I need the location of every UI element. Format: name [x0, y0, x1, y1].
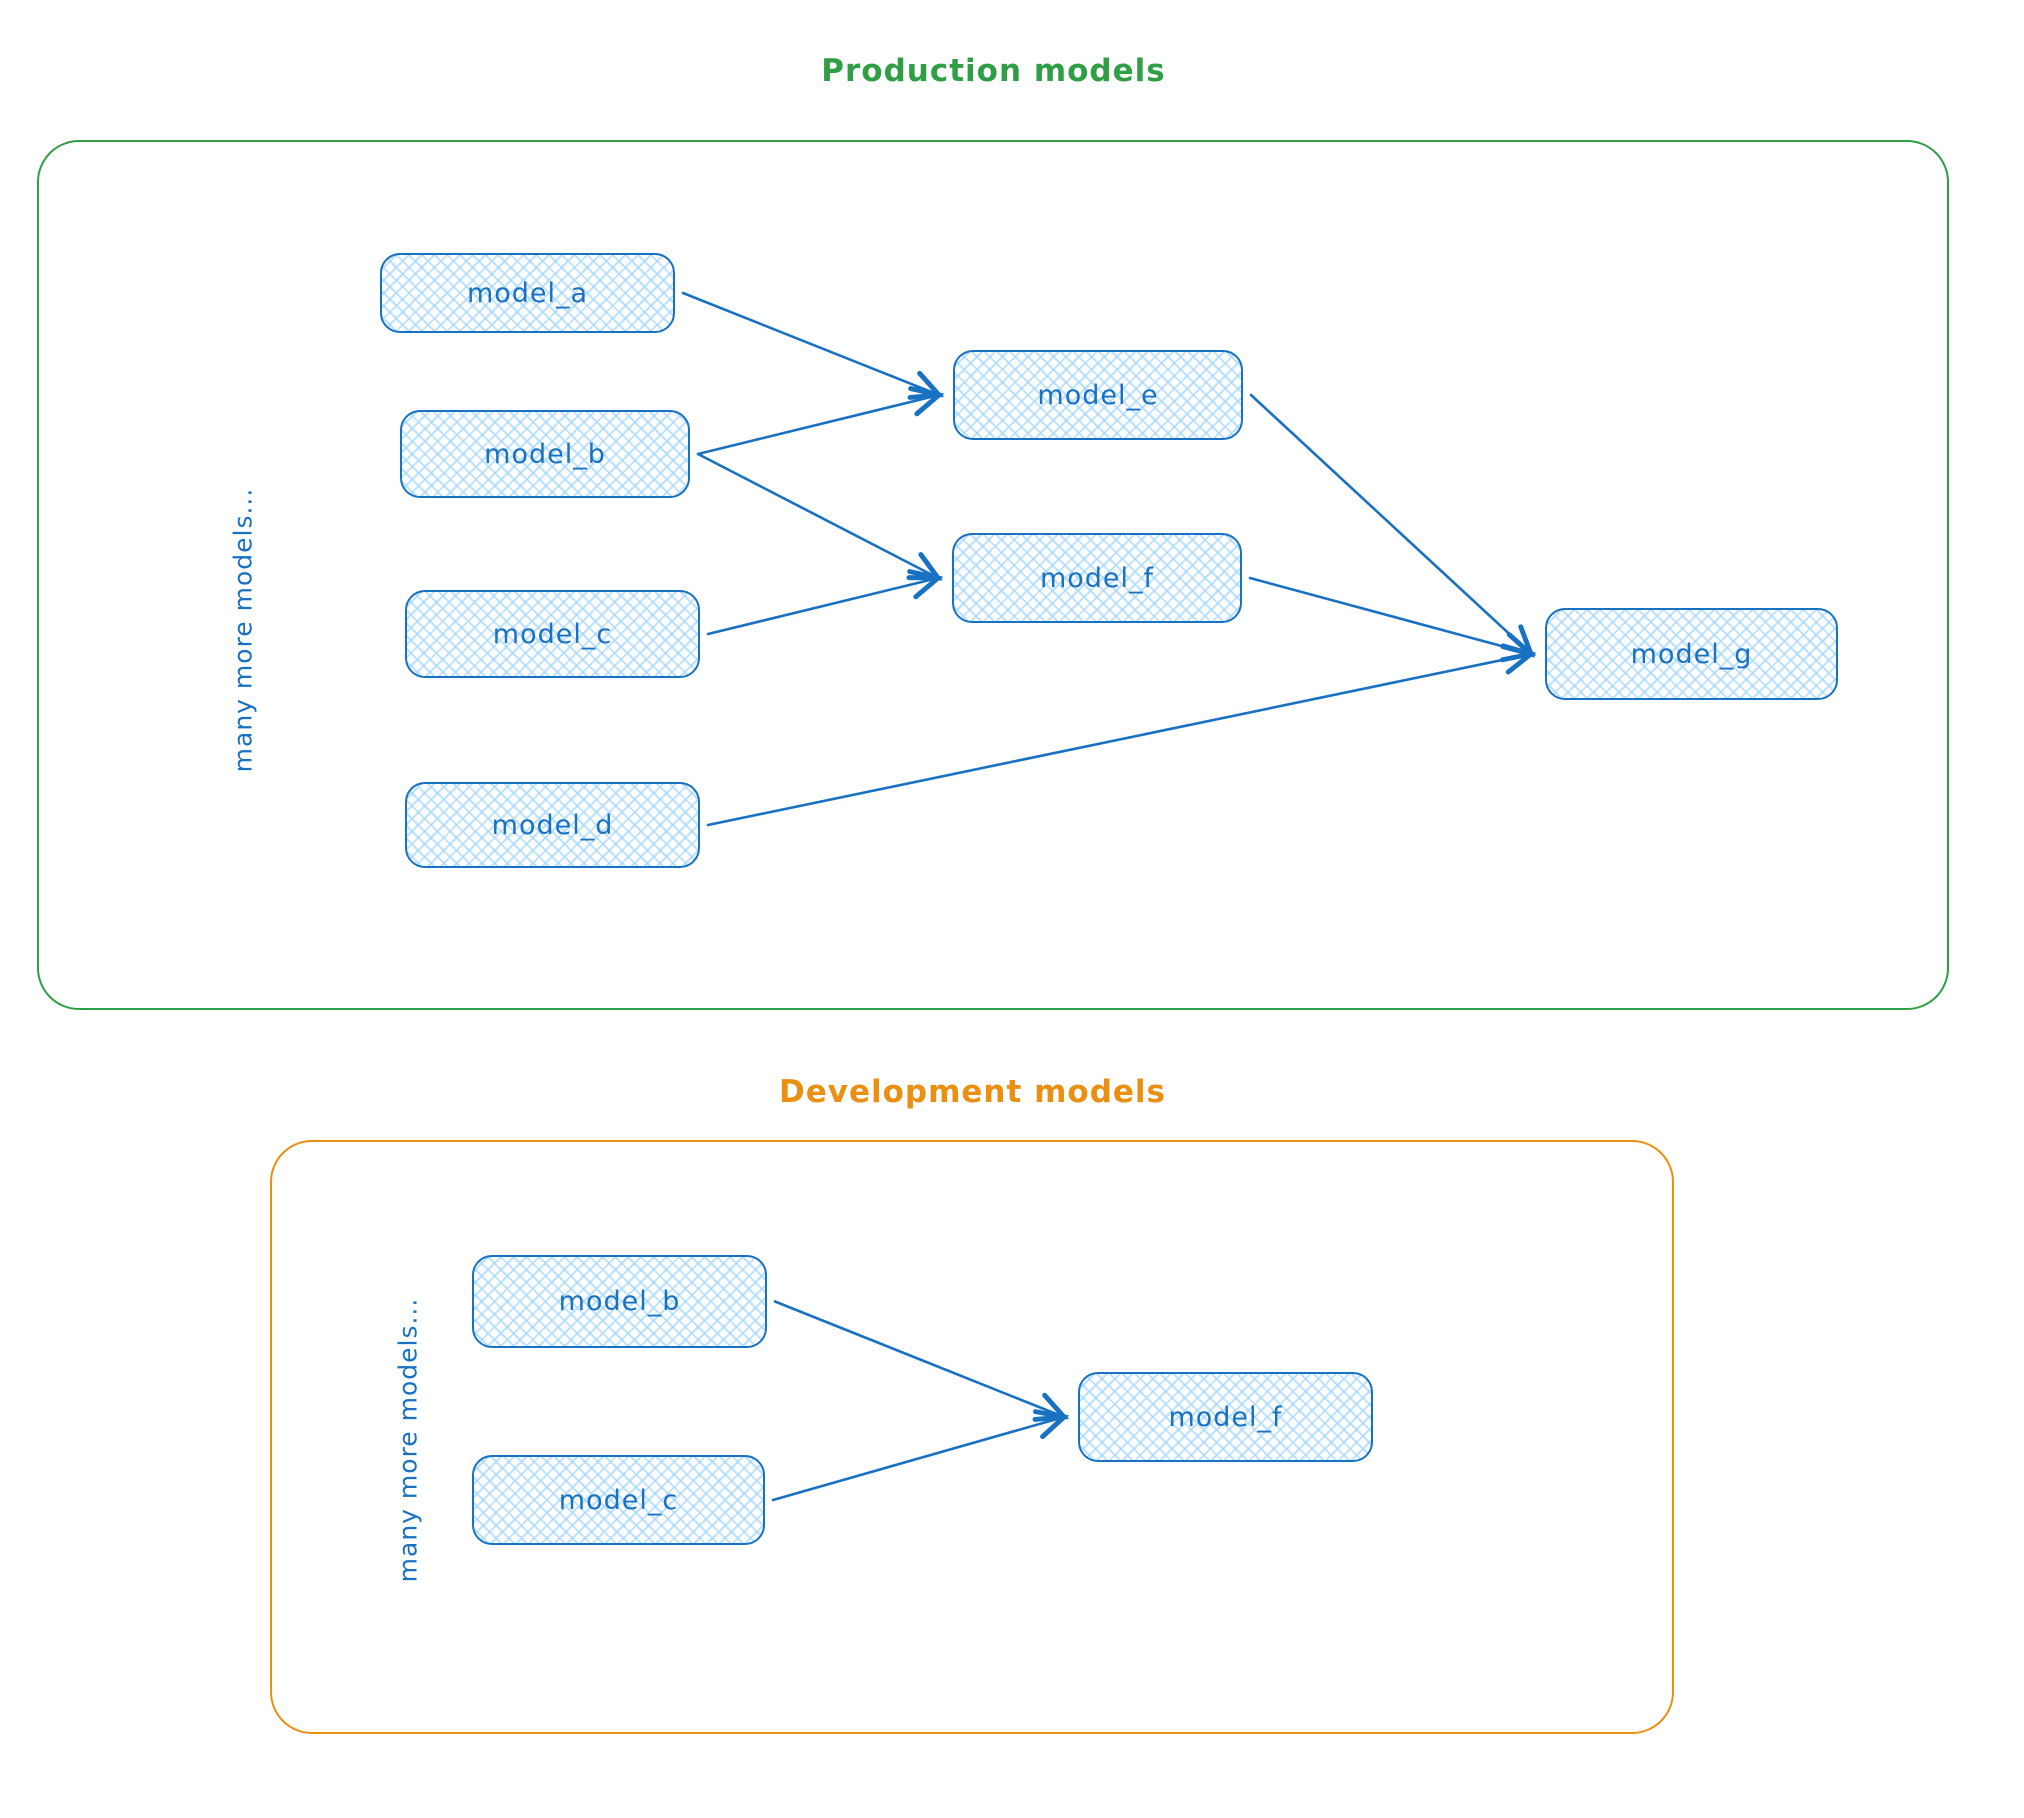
- production-title: Production models: [821, 53, 1166, 89]
- node-development-model-c: model_c: [472, 1455, 765, 1545]
- node-production-model-f: model_f: [952, 533, 1242, 623]
- production-frame: [37, 140, 1949, 1010]
- development-side-label-text: many more models...: [393, 1297, 423, 1583]
- node-production-model-d: model_d: [405, 782, 700, 868]
- node-production-model-g: model_g: [1545, 608, 1838, 700]
- development-title: Development models: [778, 1074, 1166, 1110]
- production-side-label-text: many more models...: [228, 487, 258, 773]
- development-frame: [270, 1140, 1674, 1734]
- node-development-model-f: model_f: [1078, 1372, 1373, 1462]
- node-production-model-b: model_b: [400, 410, 690, 498]
- node-production-model-a: model_a: [380, 253, 675, 333]
- node-production-model-c: model_c: [405, 590, 700, 678]
- node-production-model-e: model_e: [953, 350, 1243, 440]
- node-development-model-b: model_b: [472, 1255, 767, 1348]
